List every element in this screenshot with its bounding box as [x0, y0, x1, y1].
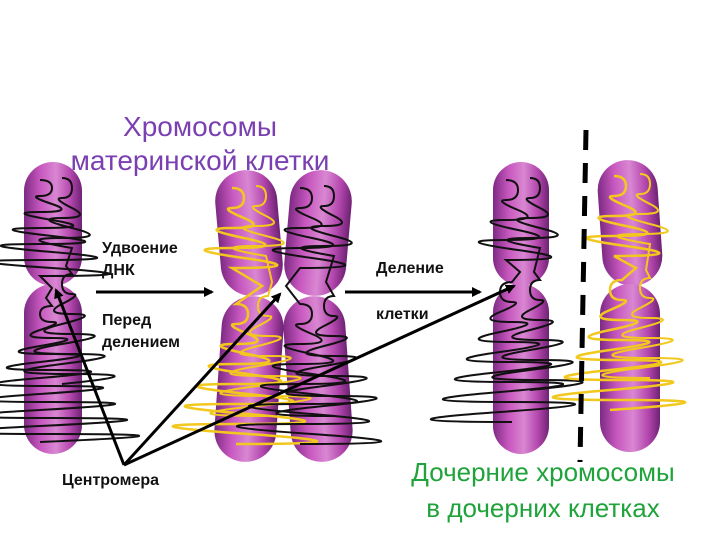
daughter-line-2: в дочерних клетках	[426, 493, 660, 523]
centromere-label: Центромера	[62, 472, 160, 489]
pointer-arrow-icon	[54, 288, 126, 466]
pointer-arrow-icon	[122, 292, 282, 467]
title: Хромосомы материнской клетки	[50, 110, 350, 178]
daughter-label: Дочерние хромосомы в дочерних клетках	[376, 454, 710, 526]
before-line-2: делением	[102, 334, 180, 351]
title-line-2: материнской клетки	[70, 145, 330, 176]
replication-line-2: ДНК	[102, 262, 135, 279]
daughter-chromosome-old-strand	[429, 162, 584, 454]
dashed-divider	[577, 129, 589, 463]
daughter-chromosome-new-strand	[551, 160, 687, 452]
before-line-1: Перед	[102, 312, 152, 329]
pointer-arrow-icon	[123, 284, 516, 467]
mother-chromosome	[0, 162, 140, 454]
replication-label: Удвоение ДНК	[102, 238, 178, 282]
duplicated-chromosome	[171, 170, 383, 462]
replication-line-1: Удвоение	[102, 240, 178, 257]
title-line-1: Хромосомы	[123, 111, 277, 142]
division-label-line-2: клетки	[376, 306, 429, 323]
daughter-line-1: Дочерние хромосомы	[411, 457, 675, 487]
division-label-line-1: Деление	[376, 260, 444, 277]
before-division-label: Перед делением	[102, 310, 180, 354]
